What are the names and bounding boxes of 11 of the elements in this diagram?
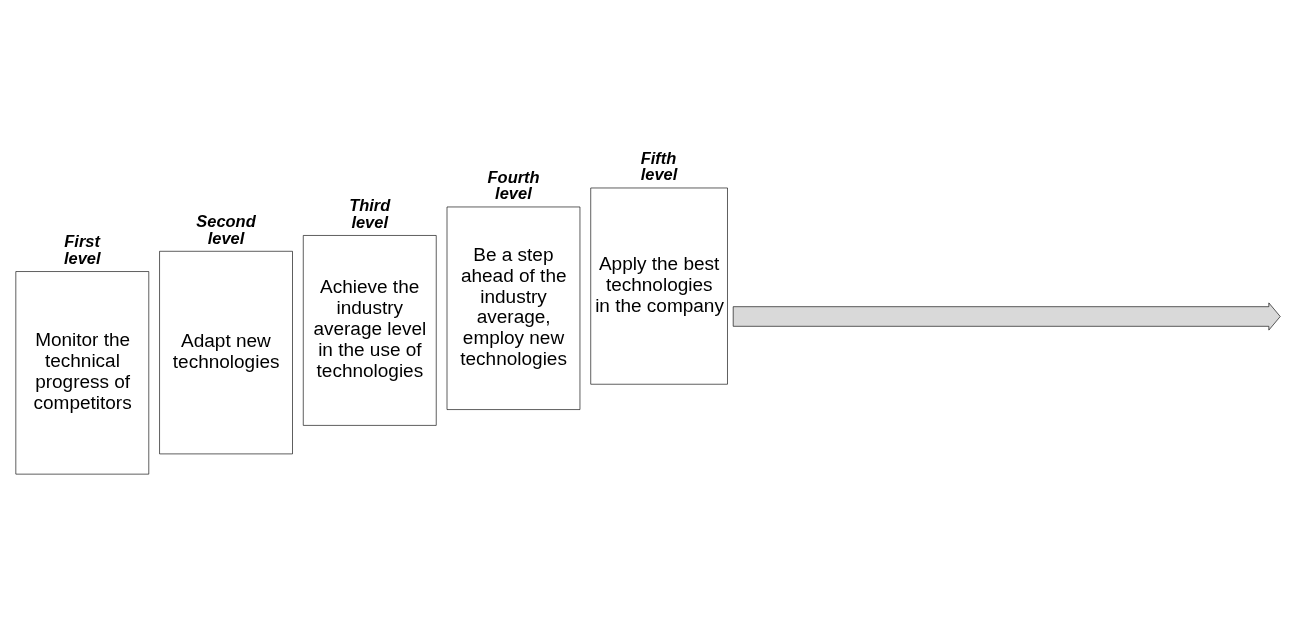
node-box: Achieve the industry average level in the use of technologies [302,234,437,426]
node-label: Second level [196,211,256,247]
node-label: Fourth level [487,167,540,202]
node-label: Fifth level [640,148,678,183]
node-box: Be a step ahead of the industry average, employ new technologies [446,206,581,410]
node-arrow [732,302,1281,330]
node-label: First level [63,231,101,267]
node-box: Monitor the technical progress of competitors [15,270,150,474]
node-box: Apply the best technologies in the company [590,187,728,385]
node-label: Third level [349,195,391,231]
node-box: Adapt new technologies [159,250,293,454]
